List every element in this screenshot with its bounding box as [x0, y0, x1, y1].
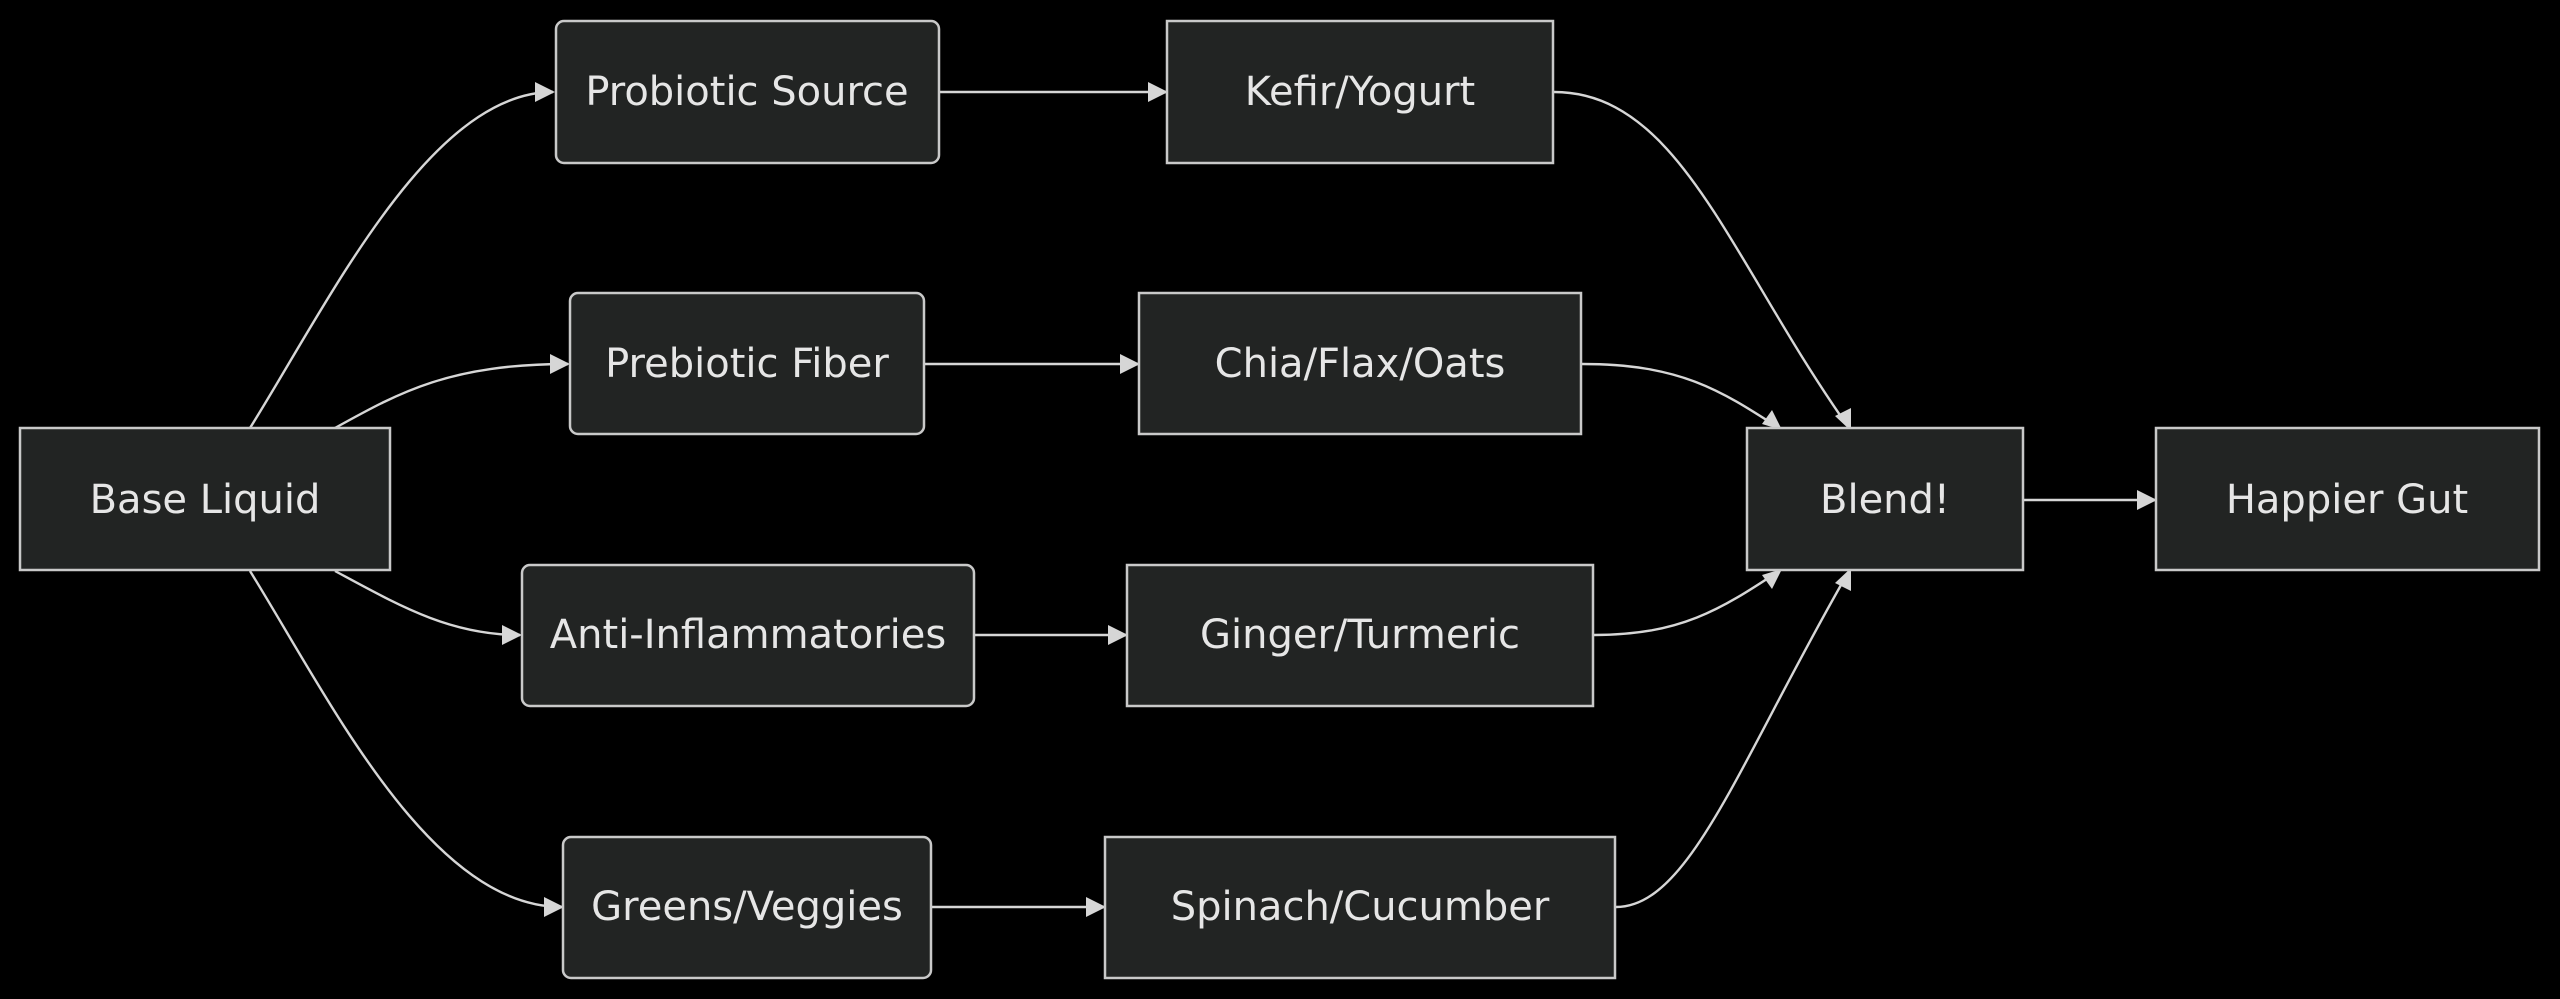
node-label-happier-gut: Happier Gut: [2226, 477, 2468, 523]
node-happier-gut: Happier Gut: [2154, 426, 2541, 572]
node-probiotic-source: Probiotic Source: [554, 19, 941, 165]
edge-base-liquid-to-probiotic-source: [248, 90, 554, 429]
edge-ginger-turmeric-to-blend: [1593, 569, 1780, 637]
arrowhead-blend-from-chia: [1762, 410, 1782, 430]
node-blend: Blend!: [1745, 426, 2025, 572]
arrowhead-ginger-turmeric: [1108, 625, 1128, 645]
edge-kefir-yogurt-to-blend: [1553, 90, 1850, 429]
node-label-kefir-yogurt: Kefir/Yogurt: [1245, 69, 1475, 115]
node-kefir-yogurt: Kefir/Yogurt: [1165, 19, 1555, 165]
arrowhead-anti-inflammatories: [502, 625, 522, 645]
arrowheads: [502, 82, 2157, 917]
node-greens-veggies: Greens/Veggies: [561, 835, 933, 980]
arrowhead-blend-from-spinach: [1835, 568, 1851, 591]
arrowhead-greens-veggies: [544, 897, 564, 917]
edge-base-liquid-to-anti-inflammatories: [334, 569, 521, 637]
arrowhead-spinach-cucumber: [1086, 897, 1106, 917]
node-label-chia-flax-oats: Chia/Flax/Oats: [1215, 341, 1506, 387]
node-base-liquid: Base Liquid: [18, 426, 392, 572]
node-label-blend: Blend!: [1820, 477, 1950, 523]
arrowhead-probiotic-source: [535, 82, 555, 102]
edges: [248, 90, 2155, 909]
arrowhead-blend-from-ginger: [1762, 569, 1782, 589]
edge-base-liquid-to-prebiotic-fiber: [334, 362, 569, 430]
node-ginger-turmeric: Ginger/Turmeric: [1125, 563, 1595, 708]
node-label-prebiotic-fiber: Prebiotic Fiber: [605, 341, 889, 387]
node-label-spinach-cucumber: Spinach/Cucumber: [1171, 884, 1550, 930]
node-label-greens-veggies: Greens/Veggies: [591, 884, 903, 930]
edge-base-liquid-to-greens-veggies: [248, 570, 563, 909]
node-chia-flax-oats: Chia/Flax/Oats: [1137, 291, 1583, 436]
arrowhead-prebiotic-fiber: [550, 354, 570, 374]
node-prebiotic-fiber: Prebiotic Fiber: [568, 291, 926, 436]
arrowhead-happier-gut: [2137, 490, 2157, 510]
node-spinach-cucumber: Spinach/Cucumber: [1103, 835, 1617, 980]
edge-chia-flax-oats-to-blend: [1581, 362, 1780, 430]
node-label-ginger-turmeric: Ginger/Turmeric: [1200, 612, 1520, 658]
node-label-anti-inflammatories: Anti-Inflammatories: [550, 612, 946, 658]
node-label-probiotic-source: Probiotic Source: [585, 69, 908, 115]
arrowhead-blend-from-kefir: [1835, 408, 1851, 431]
node-label-base-liquid: Base Liquid: [90, 477, 321, 523]
node-anti-inflammatories: Anti-Inflammatories: [520, 563, 976, 708]
arrowhead-kefir-yogurt: [1148, 82, 1168, 102]
edge-spinach-cucumber-to-blend: [1615, 570, 1851, 909]
arrowhead-chia-flax-oats: [1120, 354, 1140, 374]
